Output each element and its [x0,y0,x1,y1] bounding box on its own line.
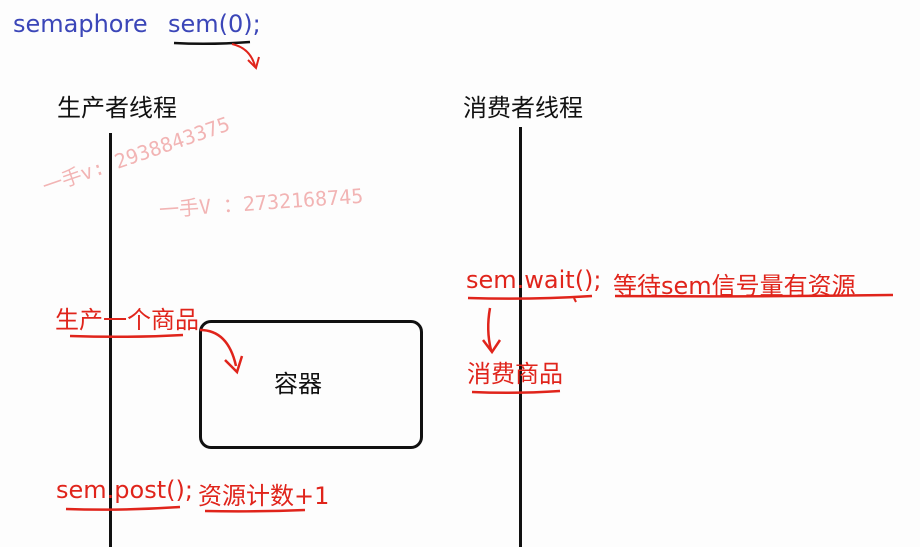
wait-call-underline [467,294,593,300]
wait-note-underline [614,293,894,298]
consumer-thread-title: 消费者线程 [463,94,583,122]
sem-post-call: sem.post(); [56,476,193,504]
decl-arrow-head [247,56,260,70]
wait-call-tick [573,297,577,303]
wait-arrow-stroke [487,307,493,351]
consume-underline [471,389,561,395]
post-count-note: 资源计数+1 [198,482,330,510]
container-label: 容器 [274,370,322,398]
decl-arrow-stroke [231,43,256,67]
produce-arrow-head [224,355,244,375]
container-box [199,320,423,449]
consumer-timeline [519,127,522,547]
sem-declaration: sem(0); [168,10,261,38]
post-note-underline [204,508,306,513]
decl-underline-stroke [173,40,251,46]
post-call-underline [65,505,181,511]
produce-underline [69,333,184,339]
semaphore-keyword: semaphore [13,10,148,38]
sem-wait-call: sem.wait(); [466,266,602,294]
produce-item-label: 生产一个商品 [55,306,199,334]
produce-arrow-stroke [199,328,238,367]
consume-item-label: 消费商品 [467,360,563,388]
wait-arrow-head [482,339,502,355]
producer-timeline [109,133,112,547]
producer-thread-title: 生产者线程 [57,94,177,122]
